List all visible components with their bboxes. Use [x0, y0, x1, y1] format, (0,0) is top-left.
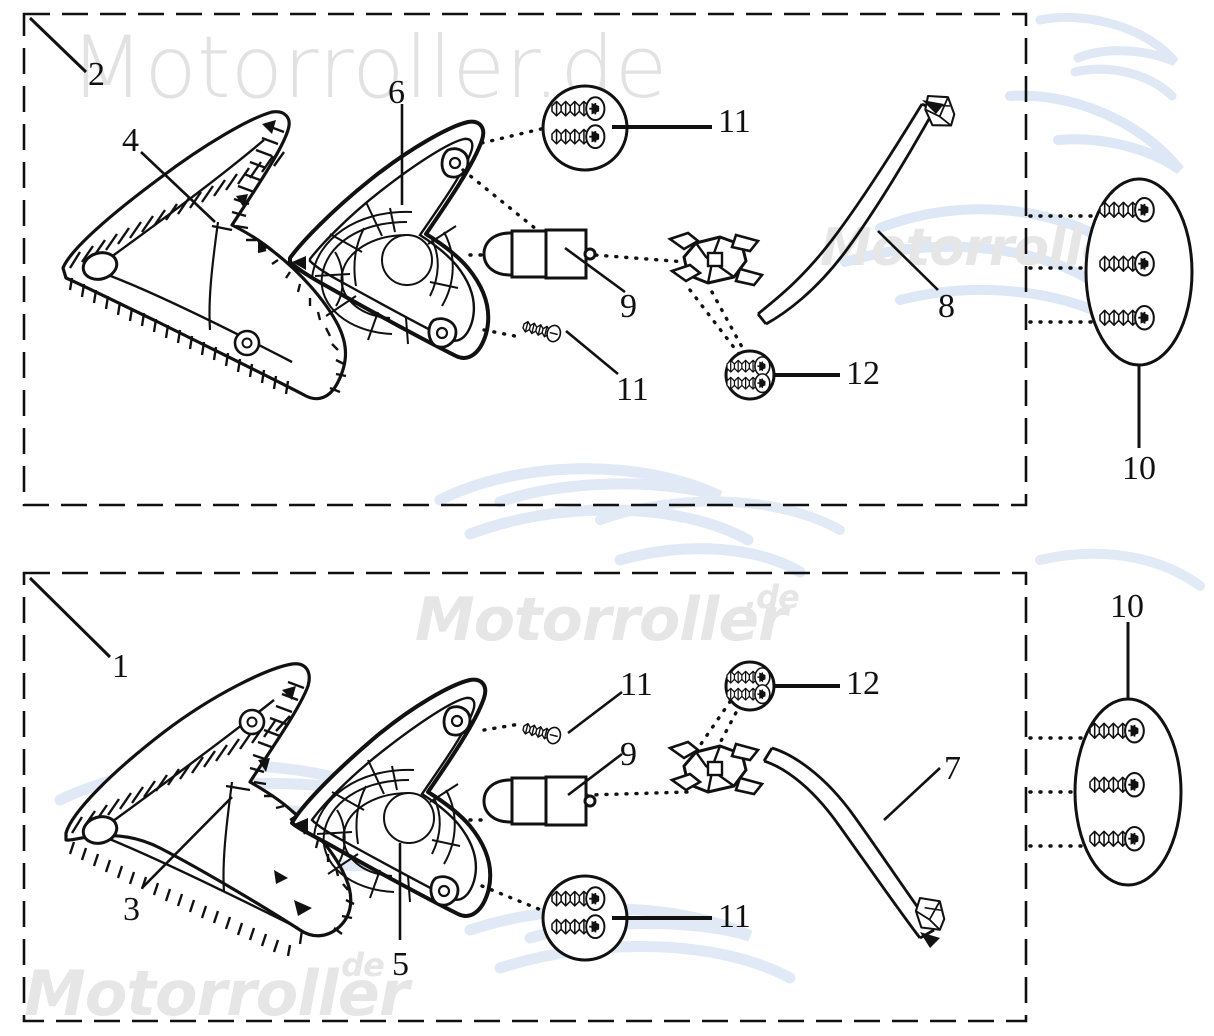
leader-line-7	[883, 767, 941, 821]
callout-number-8: 8	[938, 288, 955, 325]
watermark-wm-mid: Motorroller	[415, 585, 788, 655]
leader-line-8	[877, 230, 939, 291]
callout-number-5: 5	[392, 946, 409, 983]
callout-number-11: 11	[620, 666, 653, 703]
housing-boss-upper-left	[442, 705, 472, 737]
leader-line-9-top	[564, 246, 626, 294]
housing-boss-lower-left	[429, 875, 460, 907]
watermark-wm-bottom: Motorroller	[24, 957, 409, 1030]
leader-line-9-bottom	[567, 752, 623, 797]
callout-number-10: 10	[1110, 588, 1144, 625]
callout-number-11: 11	[718, 103, 751, 140]
watermark-wm-bottom-de: .de	[330, 946, 385, 984]
assembly-box-top	[22, 12, 1028, 507]
callout-number-3: 3	[123, 891, 140, 928]
callout-number-12: 12	[846, 665, 880, 702]
callout-number-2: 2	[88, 56, 105, 93]
housing-boss-lower	[427, 317, 458, 349]
callout-number-6: 6	[388, 74, 405, 111]
leader-line-11b-top	[565, 329, 619, 376]
callout-number-4: 4	[122, 122, 139, 159]
callout-number-11: 11	[616, 371, 649, 408]
callout-number-1: 1	[112, 648, 129, 685]
leader-line-2	[28, 16, 88, 74]
leader-line-3	[141, 796, 233, 889]
callout-number-9: 9	[620, 288, 637, 325]
leader-line-11-bottom	[567, 690, 623, 735]
part-6-reflector-housing	[288, 119, 491, 360]
panel-top-artwork	[28, 16, 1194, 448]
callout-number-9: 9	[620, 736, 637, 773]
part-5-reflector-housing	[290, 677, 493, 918]
panel-bottom-artwork	[28, 576, 1183, 962]
callout-number-11: 11	[718, 898, 751, 935]
callout-number-12: 12	[846, 355, 880, 392]
watermark-wm-mid-de: .de	[745, 578, 800, 616]
leader-line-4	[140, 151, 216, 223]
part-7-wiring-harness	[762, 746, 955, 948]
assembly-box-bottom	[22, 571, 1028, 1023]
callout-number-7: 7	[944, 750, 961, 787]
leader-line-1	[28, 576, 112, 659]
part-8-wiring-harness	[756, 86, 964, 326]
callout-number-10: 10	[1122, 450, 1156, 487]
part-4-lens-cover	[61, 110, 348, 401]
